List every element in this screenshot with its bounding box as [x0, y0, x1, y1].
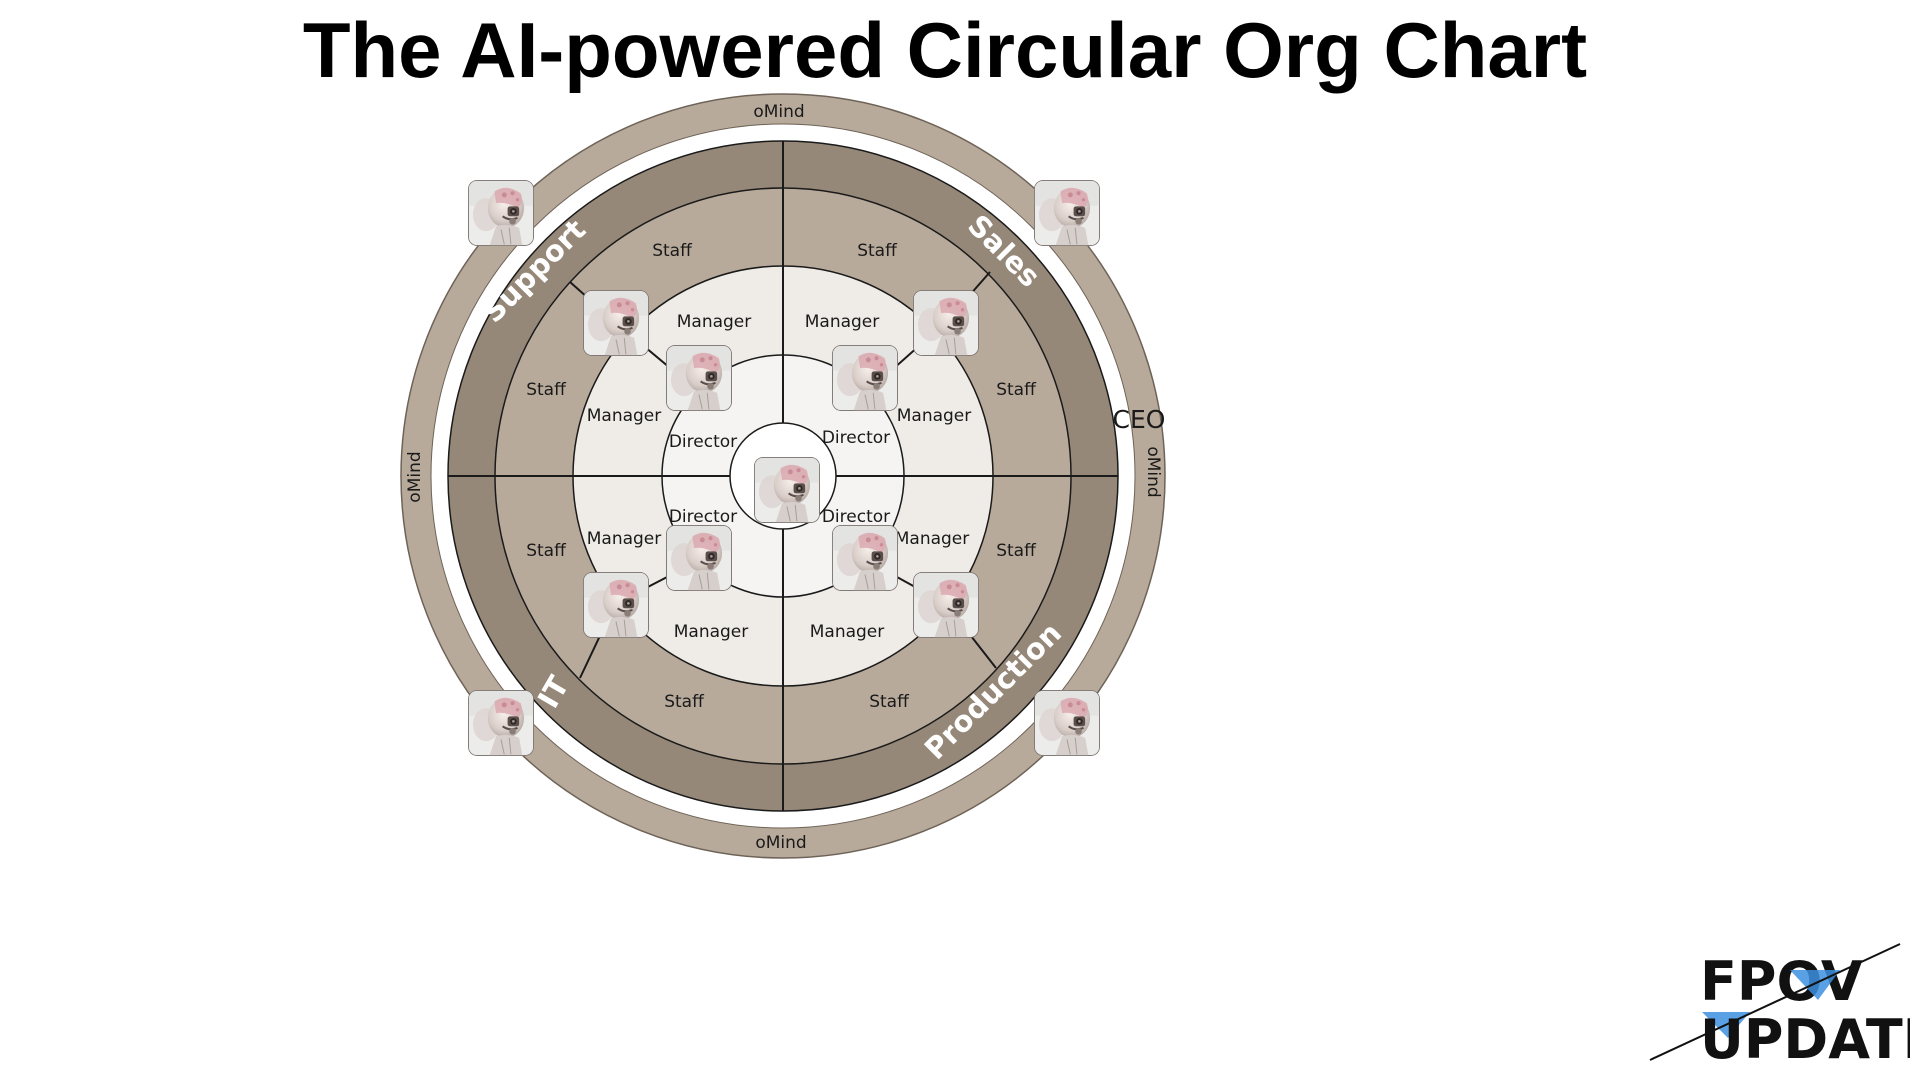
ceo-avatar[interactable]: [754, 457, 820, 523]
manager-avatar-support[interactable]: [583, 290, 649, 356]
ceo-label: CEO: [1113, 405, 1166, 434]
ai-robot-avatar-icon: [754, 457, 820, 523]
director-label: Director: [669, 507, 737, 527]
staff-label: Staff: [652, 241, 693, 261]
ai-robot-avatar-icon: [583, 290, 649, 356]
manager-label: Manager: [587, 529, 662, 549]
manager-label: Manager: [677, 312, 752, 332]
logo-line2: UPDATE: [1700, 1008, 1910, 1070]
manager-label: Manager: [805, 312, 880, 332]
ai-robot-avatar-icon: [666, 345, 732, 411]
manager-label: Manager: [674, 622, 749, 642]
staff-label: Staff: [996, 380, 1037, 400]
staff-label: Staff: [664, 692, 705, 712]
omind-avatar-bottom-right[interactable]: [1034, 690, 1100, 756]
omind-label-left: oMind: [405, 451, 425, 502]
manager-avatar-sales[interactable]: [913, 290, 979, 356]
director-avatar-sales[interactable]: [832, 345, 898, 411]
manager-label: Manager: [587, 406, 662, 426]
ai-robot-avatar-icon: [666, 525, 732, 591]
omind-avatar-bottom-left[interactable]: [468, 690, 534, 756]
manager-label: Manager: [895, 529, 970, 549]
ai-robot-avatar-icon: [913, 572, 979, 638]
director-label: Director: [822, 428, 890, 448]
logo-slash: [1649, 943, 1901, 1061]
fpov-update-logo: FPOV UPDATE: [1649, 943, 1910, 1070]
manager-label: Manager: [810, 622, 885, 642]
manager-avatar-it[interactable]: [583, 572, 649, 638]
staff-label: Staff: [526, 380, 567, 400]
ai-robot-avatar-icon: [832, 345, 898, 411]
staff-label: Staff: [526, 541, 567, 561]
director-label: Director: [822, 507, 890, 527]
ai-robot-avatar-icon: [468, 180, 534, 246]
staff-label: Staff: [869, 692, 910, 712]
ai-robot-avatar-icon: [832, 525, 898, 591]
omind-avatar-top-right[interactable]: [1034, 180, 1100, 246]
director-label: Director: [669, 432, 737, 452]
ai-robot-avatar-icon: [1034, 180, 1100, 246]
manager-label: Manager: [897, 406, 972, 426]
staff-label: Staff: [996, 541, 1037, 561]
omind-label-top: oMind: [753, 102, 804, 122]
omind-label-bottom: oMind: [755, 833, 806, 853]
manager-avatar-production[interactable]: [913, 572, 979, 638]
director-avatar-production[interactable]: [832, 525, 898, 591]
director-avatar-support[interactable]: [666, 345, 732, 411]
ai-robot-avatar-icon: [583, 572, 649, 638]
page-title: The AI-powered Circular Org Chart: [302, 6, 1588, 94]
ai-robot-avatar-icon: [1034, 690, 1100, 756]
ai-robot-avatar-icon: [913, 290, 979, 356]
director-avatar-it[interactable]: [666, 525, 732, 591]
logo-line1: FPOV: [1700, 950, 1863, 1013]
ai-robot-avatar-icon: [468, 690, 534, 756]
staff-label: Staff: [857, 241, 898, 261]
omind-avatar-top-left[interactable]: [468, 180, 534, 246]
omind-label-right: oMind: [1143, 446, 1163, 497]
